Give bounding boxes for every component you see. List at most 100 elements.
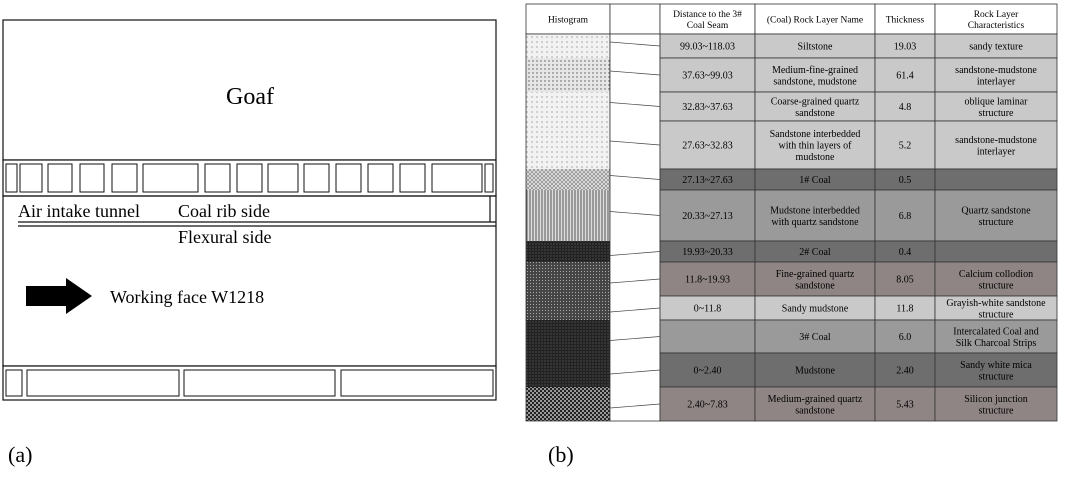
support-block [5,163,18,193]
table-cell [659,319,756,354]
table-cell [754,319,876,354]
histogram-stratum [526,262,610,296]
panel-b: Histogram Distance to the 3#Coal Seam (Coa… [520,0,1065,472]
table-cell [874,189,936,242]
header-distance: Distance to the 3#Coal Seam [673,10,742,31]
table-cell [754,189,876,242]
table-cell [874,386,936,422]
histogram-stratum [526,241,610,262]
layer-name-cell: Siltstone [797,42,833,53]
layer-name-cell: Sandy mudstone [782,304,849,315]
thickness-cell: 19.03 [894,42,917,53]
table-cell [754,120,876,170]
thickness-cell: 11.8 [896,304,913,315]
table-cell [934,352,1058,388]
thickness-cell: 0.4 [899,247,912,258]
table-cell [934,319,1058,354]
table-cell [659,295,756,321]
table-cell [934,57,1058,93]
distance-cell: 11.8~19.93 [685,275,730,286]
support-block [79,163,105,193]
connector-line [609,336,661,341]
layer-name-cell: 3# Coal [799,332,831,343]
connector-column [609,33,661,422]
connector-line [609,251,661,256]
stratigraphic-column: Histogram Distance to the 3#Coal Seam (Coa… [525,3,1058,467]
roadway-plan-diagram: Goaf Air intake tunnel Coal rib side Fle… [2,19,497,467]
table-cell [874,57,936,93]
layer-name-cell: Mudstone [795,366,836,377]
support-block [367,163,394,193]
connector-line [609,140,661,146]
connector-line [609,307,661,313]
support-block [399,163,426,193]
panel-a: Goaf Air intake tunnel Coal rib side Fle… [0,0,500,472]
connector-line [609,41,661,47]
table-cell [659,261,756,297]
thickness-cell: 5.2 [899,141,912,152]
thickness-cell: 61.4 [896,71,914,82]
thickness-cell: 4.8 [899,102,912,113]
header-cell [934,3,1058,35]
histogram-stratum [526,353,610,387]
header-histogram: Histogram [548,15,589,25]
distance-cell: 19.93~20.33 [682,247,732,258]
table-cell [659,57,756,93]
panel-a-label: (a) [8,442,32,467]
table-cell [934,91,1058,122]
distance-cell: 2.40~7.83 [687,400,727,411]
table-cell [934,386,1058,422]
table-cell [754,261,876,297]
support-block [183,369,336,397]
layer-name-cell: 2# Coal [799,247,831,258]
connector-line [609,369,661,375]
histogram-stratum [526,121,610,169]
histogram-stratum [526,320,610,353]
support-block [5,369,23,397]
advance-arrow-icon [26,278,92,314]
working-face-label: Working face W1218 [110,287,264,307]
histogram-stratum [526,92,610,121]
table-cell [934,120,1058,170]
thickness-cell: 6.8 [899,211,912,222]
support-block [142,163,199,193]
distance-cell: 99.03~118.03 [680,42,735,53]
header-cell [525,3,611,35]
distance-cell: 37.63~99.03 [682,71,732,82]
table-cell [659,386,756,422]
support-block [236,163,263,193]
table-cell [934,33,1058,59]
support-block [19,163,43,193]
header-name: (Coal) Rock Layer Name [767,14,863,25]
thickness-cell: 0.5 [899,175,912,186]
support-block [431,163,483,193]
thickness-cell: 2.40 [896,366,914,377]
table-cell [874,33,936,59]
connector-line [609,70,661,76]
panel-b-label: (b) [548,442,574,467]
support-block [267,163,299,193]
table-cell [659,120,756,170]
table-cell [754,386,876,422]
distance-cell: 20.33~27.13 [682,211,732,222]
flexural-side-label: Flexural side [178,227,271,247]
table-cell [874,319,936,354]
lower-support-blocks [5,369,494,397]
table-cell [934,189,1058,242]
distance-cell: 0~11.8 [694,304,722,315]
goaf-area [2,19,497,161]
table-cell [874,261,936,297]
header-cell [754,3,876,35]
